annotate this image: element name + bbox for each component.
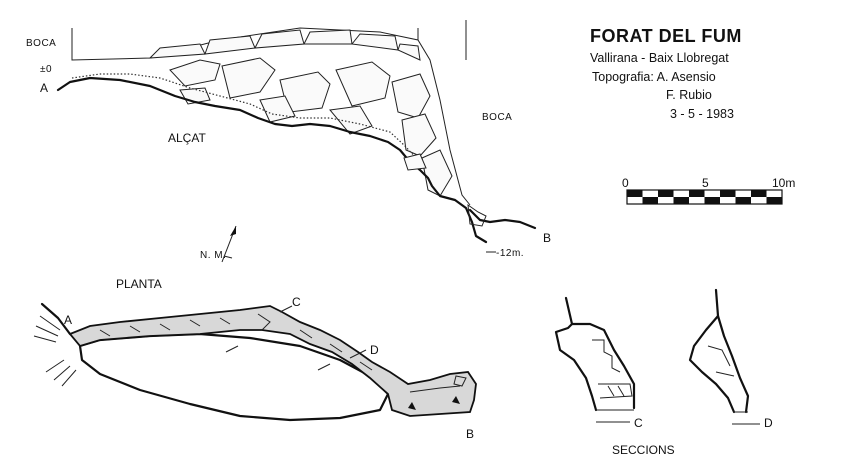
survey-title: FORAT DEL FUM <box>590 26 742 46</box>
scale-bar-cell <box>642 190 658 197</box>
scale-bar-cell <box>704 197 720 204</box>
section-cut-d: D <box>764 416 773 430</box>
plan-point-c: C <box>292 295 301 309</box>
survey-date: 3 - 5 - 1983 <box>670 107 734 121</box>
plan-cave-passage <box>68 305 477 417</box>
elevation-rock-blocks <box>148 29 453 197</box>
plan-passage-details <box>99 313 467 410</box>
scale-bar-segments <box>627 190 782 204</box>
elevation-section-label: ALÇAT <box>168 131 206 145</box>
scale-label-0: 0 <box>622 176 629 190</box>
section-d: D <box>688 288 773 430</box>
sections-view: C D SECCIONS <box>554 288 773 457</box>
scale-label-10: 10m <box>772 176 795 190</box>
scale-bar-cell <box>704 190 720 197</box>
elevation-cave-floor <box>56 76 488 244</box>
plan-view: PLANTA A C D B <box>33 277 477 441</box>
plan-point-b: B <box>466 427 474 441</box>
scale-bar-cell <box>658 190 674 197</box>
scale-bar-cell <box>720 190 736 197</box>
scale-label-5: 5 <box>702 176 709 190</box>
scale-bar-cell <box>627 190 643 197</box>
scale-bar: 0 5 10m <box>622 176 795 205</box>
plan-point-d: D <box>370 343 379 357</box>
scale-bar-cell <box>735 190 751 197</box>
elevation-point-a: A <box>40 81 48 95</box>
scale-bar-cell <box>751 197 767 204</box>
scale-bar-cell <box>766 197 782 204</box>
title-block: FORAT DEL FUM Vallirana - Baix Llobregat… <box>590 26 742 121</box>
scale-bar-cell <box>766 190 782 197</box>
scale-bar-cell <box>627 197 643 204</box>
elevation-entrance-label-right: BOCA <box>482 112 512 123</box>
sections-label: SECCIONS <box>612 443 675 457</box>
survey-location: Vallirana - Baix Llobregat <box>590 51 729 65</box>
scale-bar-cell <box>642 197 658 204</box>
elevation-entrance-label-left: BOCA <box>26 38 56 49</box>
section-c: C <box>554 296 643 430</box>
scale-bar-cell <box>689 190 705 197</box>
scale-bar-cell <box>689 197 705 204</box>
scale-bar-cell <box>673 190 689 197</box>
scale-bar-cell <box>751 190 767 197</box>
elevation-view: BOCA ±0 A ALÇAT BOCA B -12m. <box>26 20 551 259</box>
section-cut-c: C <box>634 416 643 430</box>
elevation-point-b: B <box>543 231 551 245</box>
plan-point-a: A <box>64 313 72 327</box>
scale-bar-cell <box>735 197 751 204</box>
scale-bar-cell <box>720 197 736 204</box>
scale-bar-cell <box>673 197 689 204</box>
survey-topography-1: Topografia: A. Asensio <box>592 70 716 84</box>
north-arrow: N. M. <box>200 225 237 263</box>
north-arrow-label: N. M. <box>200 250 226 261</box>
survey-topography-2: F. Rubio <box>666 88 712 102</box>
plan-section-label: PLANTA <box>116 277 162 291</box>
scale-bar-cell <box>658 197 674 204</box>
elevation-depth-label: -12m. <box>496 248 524 259</box>
elevation-datum-label: ±0 <box>40 64 52 75</box>
